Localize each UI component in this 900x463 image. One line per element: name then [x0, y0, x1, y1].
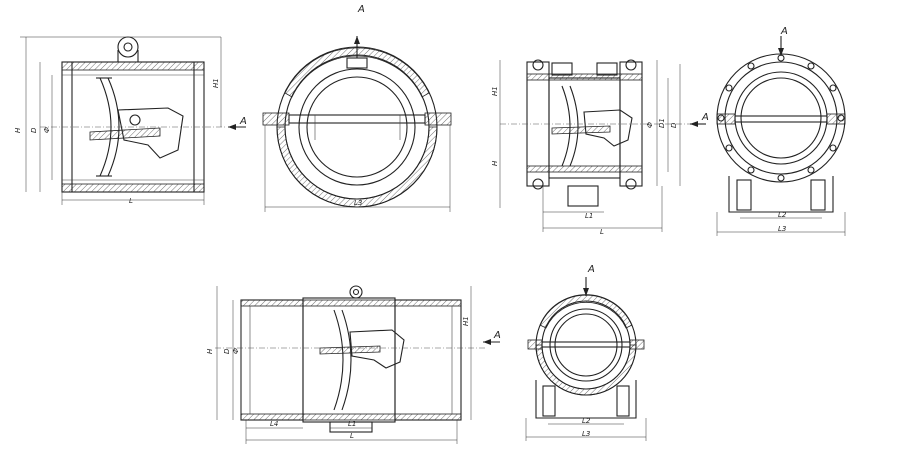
label-A-arrow: A	[701, 112, 709, 123]
label-L3: L3	[582, 430, 590, 438]
view-top-right-front: A L2 L3	[716, 26, 846, 236]
label-D: D	[30, 127, 38, 133]
label-L1: L1	[348, 420, 356, 428]
label-H: H	[14, 127, 22, 133]
view-top-left-side: L H D Ф H1 A	[14, 36, 247, 205]
label-phi: Ф	[232, 348, 240, 354]
label-phi: Ф	[646, 122, 654, 128]
view-bottom-side: H D Ф H1 L4 L1 L A	[206, 285, 501, 444]
bolt-circle	[717, 54, 845, 182]
label-A-arrow: A	[239, 116, 247, 127]
label-H1: H1	[491, 86, 499, 96]
label-L2: L2	[582, 417, 591, 425]
label-L: L	[600, 228, 604, 236]
view-top-left-front: A L3	[262, 4, 452, 212]
label-L3: L3	[354, 199, 362, 207]
label-A-top: A	[780, 26, 788, 37]
label-L: L	[350, 432, 354, 440]
label-D: D	[223, 348, 231, 354]
label-H: H	[491, 160, 499, 166]
label-A-top: A	[587, 264, 595, 275]
label-L: L	[129, 197, 133, 205]
label-L2: L2	[778, 211, 787, 219]
view-bottom-front: A L2 L3	[525, 264, 647, 441]
label-A-top: A	[357, 4, 365, 15]
label-H: H	[206, 348, 214, 354]
label-phi: Ф	[43, 127, 51, 133]
label-H1: H1	[212, 78, 220, 88]
label-H1: H1	[462, 316, 470, 326]
label-L4: L4	[270, 420, 278, 428]
label-L3: L3	[778, 225, 786, 233]
label-L1: L1	[585, 212, 593, 220]
label-D: D	[670, 122, 678, 128]
view-top-right-side: L1 L H1 H D1 D Ф A	[491, 59, 709, 236]
label-A-arrow: A	[493, 330, 501, 341]
label-D1: D1	[658, 118, 666, 128]
